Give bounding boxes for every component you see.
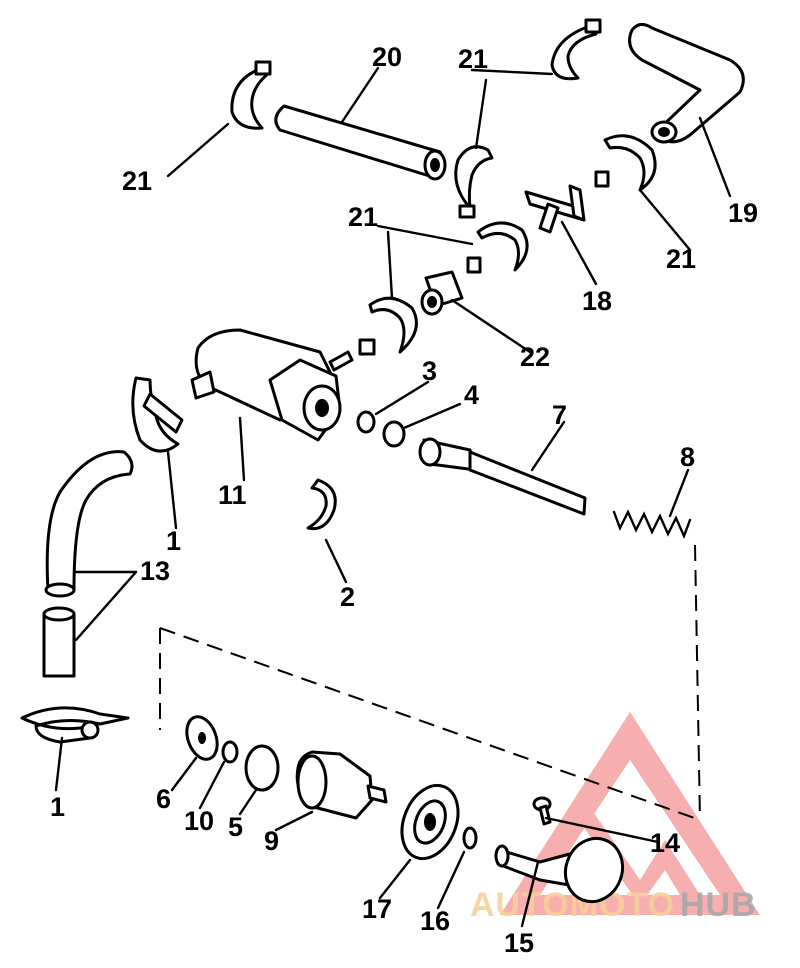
leader-lines xyxy=(54,66,732,928)
part-1-hose-clamp-lower xyxy=(20,706,130,744)
part-21-clamp-e xyxy=(466,221,529,274)
callout-21-left: 21 xyxy=(122,166,152,196)
part-3-o-ring xyxy=(356,410,376,434)
part-8-spring xyxy=(612,509,692,540)
part-21-clamp-a xyxy=(230,60,272,130)
part-17-diaphragm-cover xyxy=(400,783,460,861)
callout-8: 8 xyxy=(680,442,695,472)
assembly-dashed-line xyxy=(159,544,701,821)
part-11-housing xyxy=(190,328,354,442)
part-13-hose-straight xyxy=(42,606,76,678)
watermark-logo: AUTOMOTO HUB xyxy=(470,712,760,924)
part-19-bent-hose xyxy=(628,23,745,144)
part-4-o-ring xyxy=(382,420,406,448)
part-20-straight-hose xyxy=(274,104,447,181)
callout-labels: 20 21 21 19 21 21 18 22 3 4 7 8 11 1 13 … xyxy=(50,42,758,958)
callout-11: 11 xyxy=(218,480,247,510)
part-1-hose-clamp-upper xyxy=(131,376,184,453)
part-21-clamp-f xyxy=(358,296,418,356)
callout-3: 3 xyxy=(422,356,437,386)
callout-1-upper: 1 xyxy=(166,526,181,556)
callout-1-lower: 1 xyxy=(50,792,65,822)
part-18-tee-fitting xyxy=(524,184,586,234)
part-9-valve-body xyxy=(295,750,388,820)
callout-5: 5 xyxy=(228,812,243,842)
part-10-o-ring xyxy=(221,740,239,764)
part-21-clamp-c xyxy=(454,145,494,219)
callout-7: 7 xyxy=(552,400,567,430)
callout-21-right: 21 xyxy=(666,244,696,274)
callout-6: 6 xyxy=(156,784,171,814)
watermark-inner-mark xyxy=(575,800,700,905)
part-21-clamp-d xyxy=(594,134,657,192)
callout-20: 20 xyxy=(372,42,402,72)
callout-14: 14 xyxy=(650,828,680,858)
part-22-connector-sleeve xyxy=(420,270,464,316)
part-5-gasket xyxy=(244,744,280,792)
callout-22: 22 xyxy=(520,342,550,372)
part-14-screw xyxy=(532,796,552,826)
callout-13: 13 xyxy=(140,556,170,586)
callout-2: 2 xyxy=(340,582,355,612)
callout-18: 18 xyxy=(582,286,612,316)
part-16-o-ring xyxy=(462,826,478,850)
part-15-plunger xyxy=(494,836,624,904)
part-7-shaft xyxy=(418,437,587,516)
watermark-triangle-icon xyxy=(500,712,760,915)
watermark-text-hub: HUB xyxy=(680,886,757,924)
callout-19: 19 xyxy=(728,198,758,228)
part-21-clamp-b xyxy=(550,18,602,81)
callout-4: 4 xyxy=(464,380,479,410)
part-13-hose-bent xyxy=(44,450,134,598)
callout-9: 9 xyxy=(264,826,279,856)
callout-21-top: 21 xyxy=(458,44,488,74)
part-2-retaining-clip xyxy=(306,478,337,531)
callout-16: 16 xyxy=(420,906,450,936)
callout-17: 17 xyxy=(362,894,392,924)
callout-15: 15 xyxy=(504,928,534,958)
part-6-washer xyxy=(185,715,219,761)
callout-10: 10 xyxy=(184,806,214,836)
callout-21-middle: 21 xyxy=(348,202,378,232)
